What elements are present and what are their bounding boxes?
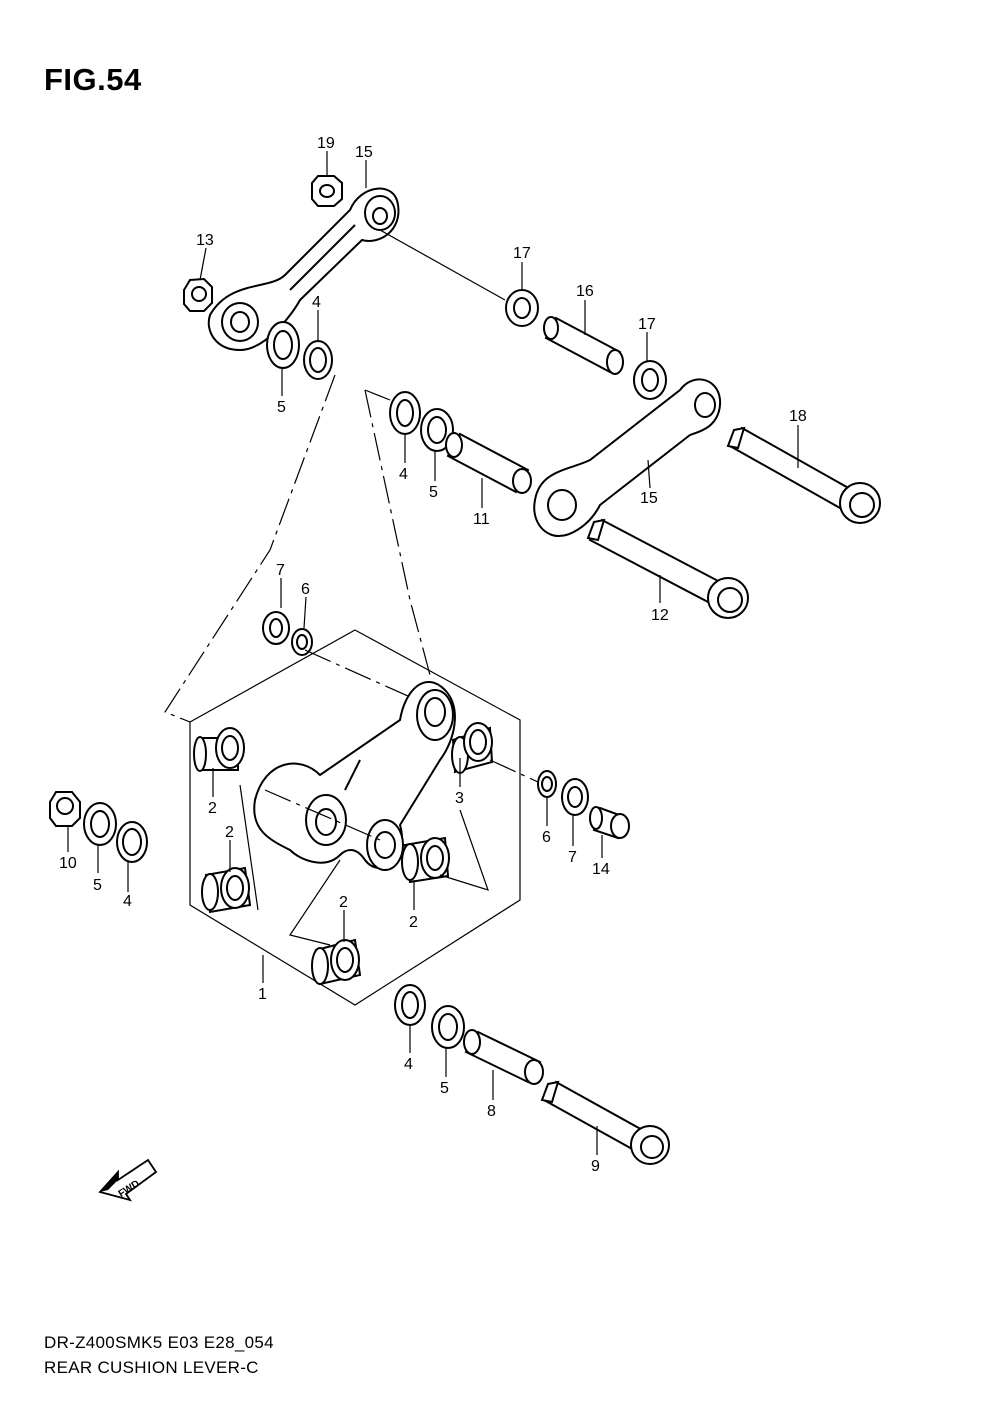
callout-10[interactable]: 10 xyxy=(59,855,77,872)
washer-17-b[interactable] xyxy=(633,360,667,400)
callout-17-a[interactable]: 17 xyxy=(513,245,531,262)
figure-name: REAR CUSHION LEVER-C xyxy=(44,1358,259,1377)
callout-19[interactable]: 19 xyxy=(317,135,335,152)
callout-numbers: 19 15 13 4 5 17 16 17 18 4 5 11 15 12 7 … xyxy=(59,135,807,1175)
washer-5-mid[interactable] xyxy=(420,408,454,452)
washer-5-lower[interactable] xyxy=(431,1005,465,1049)
nut-19[interactable] xyxy=(311,175,343,207)
callout-2-b[interactable]: 2 xyxy=(225,824,234,841)
callout-16[interactable]: 16 xyxy=(576,283,594,300)
washer-5-left[interactable] xyxy=(83,802,117,846)
callout-17-b[interactable]: 17 xyxy=(638,316,656,333)
callout-13[interactable]: 13 xyxy=(196,232,214,249)
cushion-lever-1[interactable] xyxy=(253,680,456,871)
callout-1[interactable]: 1 xyxy=(258,986,267,1003)
tie-rod-upper[interactable] xyxy=(207,187,400,352)
seal-6-right[interactable] xyxy=(537,770,557,798)
callout-5-upper[interactable]: 5 xyxy=(277,399,286,416)
callout-14[interactable]: 14 xyxy=(592,861,610,878)
tie-rod-lower[interactable] xyxy=(533,378,722,537)
callout-18[interactable]: 18 xyxy=(789,408,807,425)
seal-4-lower[interactable] xyxy=(394,984,426,1026)
spacer-11[interactable] xyxy=(445,432,532,494)
spacer-8[interactable] xyxy=(463,1029,544,1085)
callout-5-lower[interactable]: 5 xyxy=(440,1080,449,1097)
callout-12[interactable]: 12 xyxy=(651,607,669,624)
callout-5-mid[interactable]: 5 xyxy=(429,484,438,501)
callout-4-mid[interactable]: 4 xyxy=(399,466,408,483)
washer-5-upper[interactable] xyxy=(266,321,300,369)
bearing-2-b[interactable] xyxy=(201,866,252,914)
bearing-2-a[interactable] xyxy=(193,727,245,772)
bearing-2-d[interactable] xyxy=(311,938,362,986)
callout-3[interactable]: 3 xyxy=(455,790,464,807)
fwd-arrow-icon: FWD xyxy=(98,1158,158,1202)
assembly-outline xyxy=(189,629,521,1006)
bearing-2-c[interactable] xyxy=(401,836,450,884)
seal-6-upper[interactable] xyxy=(291,628,313,656)
seal-4-mid[interactable] xyxy=(389,391,421,435)
callout-5-left[interactable]: 5 xyxy=(93,877,102,894)
bearing-3[interactable] xyxy=(451,722,494,774)
figure-footer: DR-Z400SMK5 E03 E28_054 REAR CUSHION LEV… xyxy=(44,1330,274,1380)
washer-7-upper[interactable] xyxy=(262,611,290,645)
bolt-18[interactable] xyxy=(726,426,881,524)
bolt-9[interactable] xyxy=(540,1080,670,1165)
callout-4-upper[interactable]: 4 xyxy=(312,294,321,311)
nut-10[interactable] xyxy=(49,791,81,827)
callout-2-c[interactable]: 2 xyxy=(409,914,418,931)
figure-title: FIG.54 xyxy=(44,62,142,97)
callout-2-d[interactable]: 2 xyxy=(339,894,348,911)
callout-2-a[interactable]: 2 xyxy=(208,800,217,817)
seal-4-upper[interactable] xyxy=(303,340,333,380)
callout-4-left[interactable]: 4 xyxy=(123,893,132,910)
washer-17-a[interactable] xyxy=(505,289,539,327)
spacer-16[interactable] xyxy=(543,316,624,375)
seal-4-left[interactable] xyxy=(116,821,148,863)
callout-leaders xyxy=(67,151,799,1155)
bolt-12[interactable] xyxy=(586,518,749,619)
callout-8[interactable]: 8 xyxy=(487,1103,496,1120)
callout-6-upper[interactable]: 6 xyxy=(301,581,310,598)
callout-6-right[interactable]: 6 xyxy=(542,829,551,846)
washer-7-right[interactable] xyxy=(561,778,589,816)
spacer-14[interactable] xyxy=(589,806,630,840)
nut-13[interactable] xyxy=(183,277,213,312)
callout-7-right[interactable]: 7 xyxy=(568,849,577,866)
model-code: DR-Z400SMK5 E03 E28_054 xyxy=(44,1333,274,1352)
callout-9[interactable]: 9 xyxy=(591,1158,600,1175)
callout-11[interactable]: 11 xyxy=(473,511,490,528)
callout-4-lower[interactable]: 4 xyxy=(404,1056,413,1073)
callout-7-upper[interactable]: 7 xyxy=(276,562,285,579)
callout-15-upper[interactable]: 15 xyxy=(355,144,373,161)
callout-15-lower[interactable]: 15 xyxy=(640,490,658,507)
